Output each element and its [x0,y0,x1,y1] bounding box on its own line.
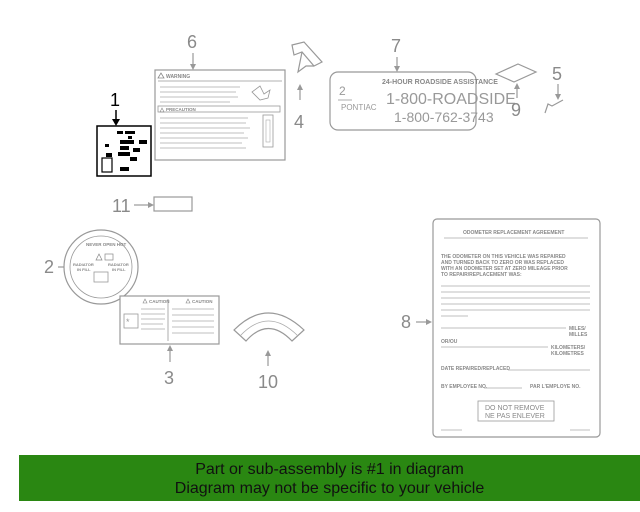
callout-6: 6 [187,32,197,52]
banner-line-1: Part or sub-assembly is #1 in diagram [195,461,464,478]
caution-right: CAUTION [192,299,213,304]
part-10-label[interactable]: 10 [233,312,305,392]
part-1-label[interactable]: 1 [96,90,152,177]
callout-5: 5 [552,64,562,84]
cap-right-1: RADIATOR [108,262,129,267]
part-8-label[interactable]: 8 ODOMETER REPLACEMENT AGREEMENT THE ODO… [401,218,601,438]
callout-1: 1 [110,90,120,110]
part-3-label[interactable]: CAUTION CAUTION * 3 [119,295,220,388]
part-5-label[interactable]: 5 [544,64,564,114]
do-not-remove-text: DO NOT REMOVE [485,405,545,412]
brand-text: PONTIAC [341,103,377,112]
odometer-para-1: THE ODOMETER ON THIS VEHICLE WAS REPAIRE… [441,254,566,260]
cap-left-2: IN FILL [77,267,91,272]
date-text: DATE REPAIRED/REPLACED [441,366,510,372]
callout-8: 8 [401,312,411,332]
callout-7: 7 [391,36,401,56]
cap-top-text: NEVER OPEN HOT [86,242,127,247]
part-2-label[interactable]: 2 NEVER OPEN HOT RADIATOR IN FILL RADIAT… [44,229,139,305]
roadside-line1: 1-800-ROADSIDE [386,91,516,108]
callout-4: 4 [294,112,304,132]
caution-left: CAUTION [149,299,170,304]
warning-text: WARNING [166,74,190,80]
km-text-2: KILOMETRES [551,351,584,357]
odometer-para-2: AND TURNED BACK TO ZERO OR WAS REPLACED [441,260,564,266]
km-text-1: KILOMETERS/ [551,345,586,351]
parts-diagram: 1 11 6 WARNING [44,32,601,438]
part-4-label[interactable]: 4 [291,41,323,132]
cap-left-1: RADIATOR [73,262,94,267]
callout-3: 3 [164,368,174,388]
cap-right-2: IN FILL [112,267,126,272]
callout-10: 10 [258,372,278,392]
roadside-line2: 1-800-762-3743 [394,109,494,125]
pontiac-mark: 2 [339,84,346,98]
milles-text: MILLES [569,332,588,338]
part-11-label[interactable]: 11 [112,196,193,216]
part-6-label[interactable]: 6 WARNING PRECAUTION [154,32,286,161]
callout-2: 2 [44,257,54,277]
banner-line-2: Diagram may not be specific to your vehi… [174,480,485,497]
roadside-header: 24-HOUR ROADSIDE ASSISTANCE [382,79,498,86]
info-banner: Part or sub-assembly is #1 in diagram Di… [19,455,640,501]
part-9-label[interactable]: 9 [494,63,538,120]
employe-text: PAR L'EMPLOYE NO. [530,384,581,390]
callout-11: 11 [112,196,131,216]
odometer-title: ODOMETER REPLACEMENT AGREEMENT [463,230,564,236]
odometer-para-3: WITH AN ODOMETER SET AT ZERO MILEAGE PRI… [441,266,568,272]
or-text: OR/OU [441,339,458,345]
precaution-text: PRECAUTION [166,107,196,112]
asterisk-icon: * [126,317,130,327]
employee-text: BY EMPLOYEE NO. [441,384,488,390]
part-7-label[interactable]: 7 2 PONTIAC 24-HOUR ROADSIDE ASSISTANCE … [329,36,516,131]
callout-9: 9 [511,100,521,120]
odometer-para-4: TO REPAIR/REPLACEMENT WAS: [441,272,522,278]
ne-pas-enlever-text: NE PAS ENLEVER [485,413,545,420]
miles-text: MILES/ [569,326,586,332]
